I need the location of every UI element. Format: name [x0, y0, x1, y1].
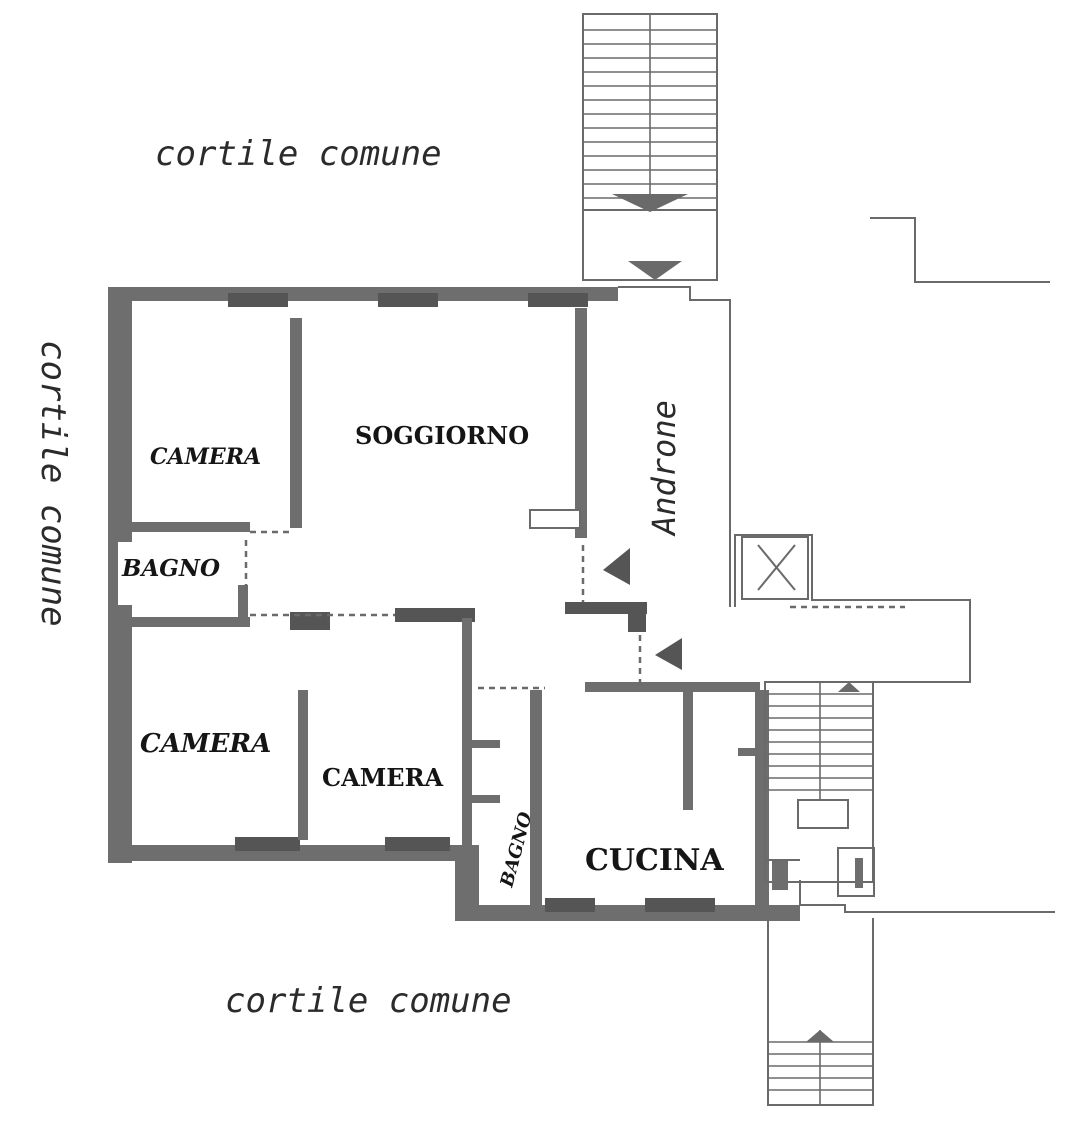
exterior-walls — [108, 287, 800, 921]
staircase-right — [764, 681, 1055, 913]
interior-walls — [120, 308, 760, 905]
arrow-up-icon — [838, 682, 860, 692]
door-openings — [244, 530, 905, 690]
room-label-camera-top: CAMERA — [150, 444, 261, 470]
arrow-down-icon — [612, 194, 688, 212]
annotation-androne: Androne — [645, 400, 683, 537]
arrow-up-icon — [806, 1030, 834, 1042]
staircase-bottom — [767, 918, 874, 1106]
room-label-bagno: BAGNO — [121, 555, 220, 582]
annotation-cortile-left: cortile comune — [33, 340, 73, 627]
room-label-camera-bottom-mid: CAMERA — [322, 763, 444, 792]
annotation-cortile-bottom: cortile comune — [225, 981, 512, 1021]
entrance-arrow-icon — [603, 548, 630, 585]
room-label-camera-bottom-left: CAMERA — [140, 729, 271, 759]
room-label-soggiorno: SOGGIORNO — [355, 421, 529, 450]
adjacent-wall-outline — [870, 217, 1050, 283]
entrance-arrow-icon — [655, 638, 682, 670]
androne-outline — [618, 286, 971, 683]
room-label-cucina: CUCINA — [585, 843, 724, 878]
arrow-down-icon — [628, 261, 682, 280]
annotation-cortile-top: cortile comune — [155, 134, 442, 174]
staircase-top — [582, 13, 718, 281]
